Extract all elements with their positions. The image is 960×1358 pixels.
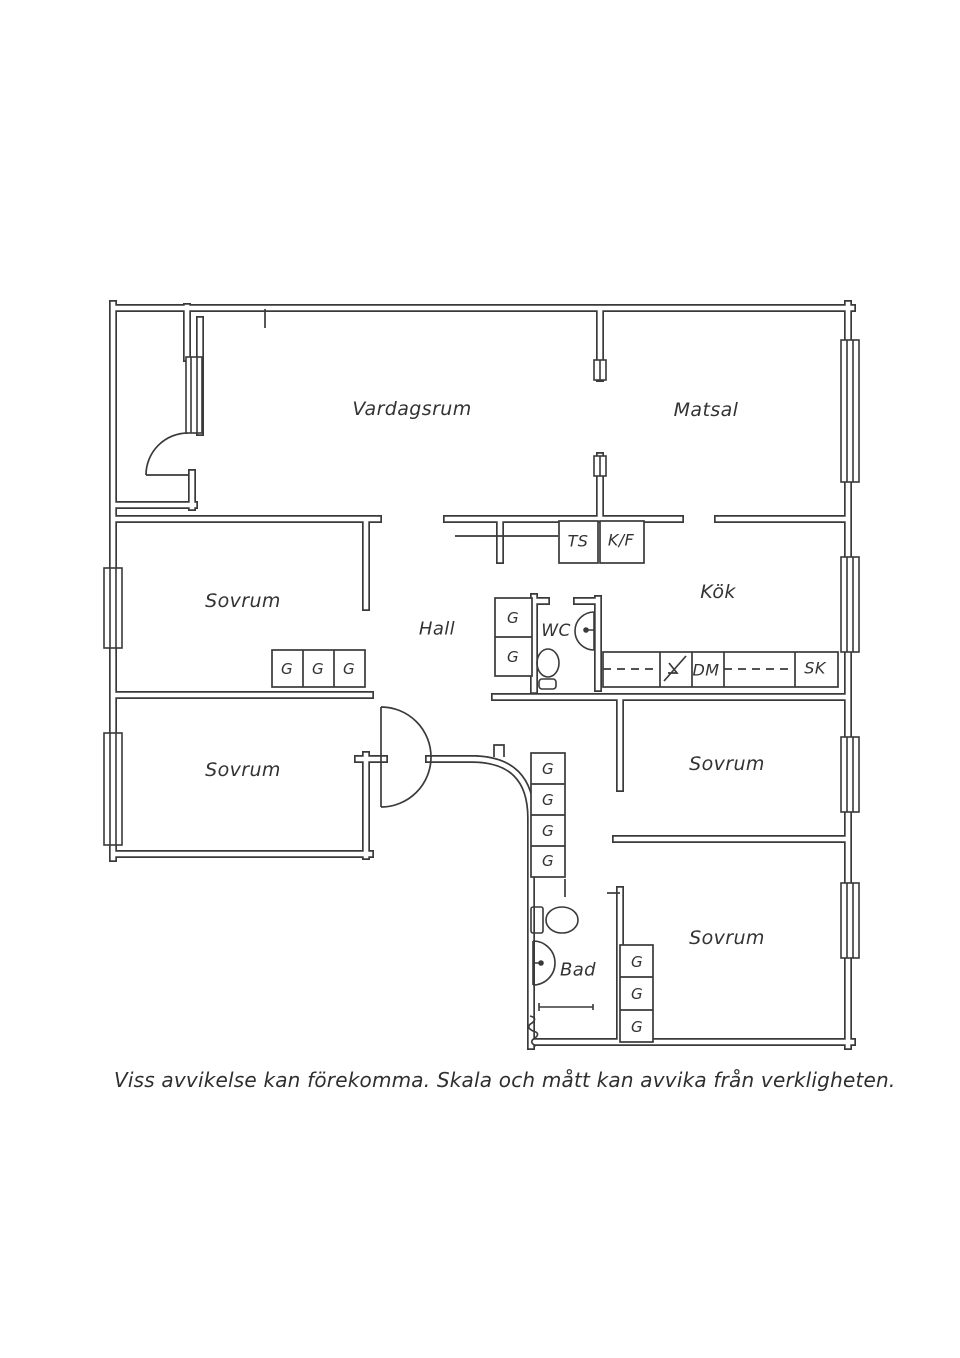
window-sovrum-se-panes <box>846 883 854 958</box>
towel-rail-icon <box>538 1003 594 1011</box>
closet-label: G <box>630 1018 644 1036</box>
room-label-hall: Hall <box>418 618 456 640</box>
window-kok-panes <box>846 557 854 652</box>
window-matsal <box>840 339 860 483</box>
appliance-label-kf: K/F <box>607 530 635 550</box>
shower-icon <box>527 1015 539 1047</box>
appliance-label-dm: DM <box>692 660 720 680</box>
wc-fixtures <box>536 611 595 690</box>
room-label-sovrum-east: Sovrum <box>689 753 765 775</box>
room-label-vardagsrum: Vardagsrum <box>352 398 472 420</box>
counter-dividers <box>659 652 796 687</box>
closet-dividers-sovrum-se <box>620 976 653 1011</box>
closet-label: G <box>630 953 644 971</box>
room-label-wc: WC <box>541 621 571 641</box>
closets <box>271 520 654 1043</box>
wc-sink-faucet <box>583 627 589 633</box>
jamb-ticks <box>264 309 620 897</box>
window-sovrum-east-panes <box>846 737 854 812</box>
window-sovrum-east <box>840 736 860 813</box>
closet-label: G <box>541 852 555 870</box>
appliance-label-ts: TS <box>567 531 589 551</box>
walls <box>109 300 856 1050</box>
window-sovrum-se <box>840 882 860 959</box>
entry-sidelight-panes <box>190 357 198 433</box>
bad-toilet-tank <box>530 906 544 934</box>
entry-sidelight-window <box>185 356 203 434</box>
closet-label: G <box>342 660 356 678</box>
room-label-sovrum-sw: Sovrum <box>205 759 281 781</box>
closet-box-sovrum-nw <box>271 649 366 688</box>
entry-door-swing-icon <box>145 432 189 476</box>
room-label-sovrum-se: Sovrum <box>689 927 765 949</box>
room-label-sovrum-nw: Sovrum <box>205 590 281 612</box>
tick-hall-bottom-jamb <box>493 744 505 757</box>
entry-door-arc <box>145 432 189 476</box>
closet-dividers-corridor <box>531 783 565 847</box>
window-kok <box>840 556 860 653</box>
window-sovrum-sw <box>103 732 123 846</box>
closet-label: G <box>280 660 294 678</box>
room-label-bad: Bad <box>559 959 597 981</box>
closet-label: G <box>541 791 555 809</box>
swing-door-arc-lower <box>380 756 432 808</box>
bad-toilet-icon <box>545 906 579 934</box>
window-sovrum-nw <box>103 567 123 649</box>
wc-toilet-tank <box>538 678 557 690</box>
closet-label: G <box>541 822 555 840</box>
closet-label: G <box>506 609 520 627</box>
window-matsal-panes <box>846 340 854 482</box>
window-sovrum-nw-panes <box>109 568 117 648</box>
bad-fixtures <box>527 906 594 1047</box>
window-sovrum-sw-panes <box>109 733 117 845</box>
appliance-box-kf <box>599 520 645 564</box>
closet-dividers-sovrum-nw <box>302 650 335 687</box>
room-label-kok: Kök <box>700 581 736 603</box>
windows <box>103 339 860 959</box>
appliance-box-ts <box>558 520 599 564</box>
stove-icon <box>663 655 687 682</box>
closet-label: G <box>506 648 520 666</box>
bad-sink-icon <box>532 940 556 986</box>
closet-box-sovrum-se <box>619 944 654 1043</box>
room-label-matsal: Matsal <box>673 399 739 421</box>
closet-label: G <box>541 760 555 778</box>
bad-sink-faucet <box>538 960 544 966</box>
closet-label: G <box>630 985 644 1003</box>
kitchen-counter <box>455 535 839 688</box>
closet-label: G <box>311 660 325 678</box>
wc-toilet-icon <box>536 648 560 678</box>
plan-caption: Viss avvikelse kan förekomma. Skala och … <box>114 1068 896 1092</box>
double-swing-door-icon <box>380 706 432 808</box>
swing-door-arc-upper <box>380 706 432 758</box>
appliance-label-sk: SK <box>804 658 826 678</box>
